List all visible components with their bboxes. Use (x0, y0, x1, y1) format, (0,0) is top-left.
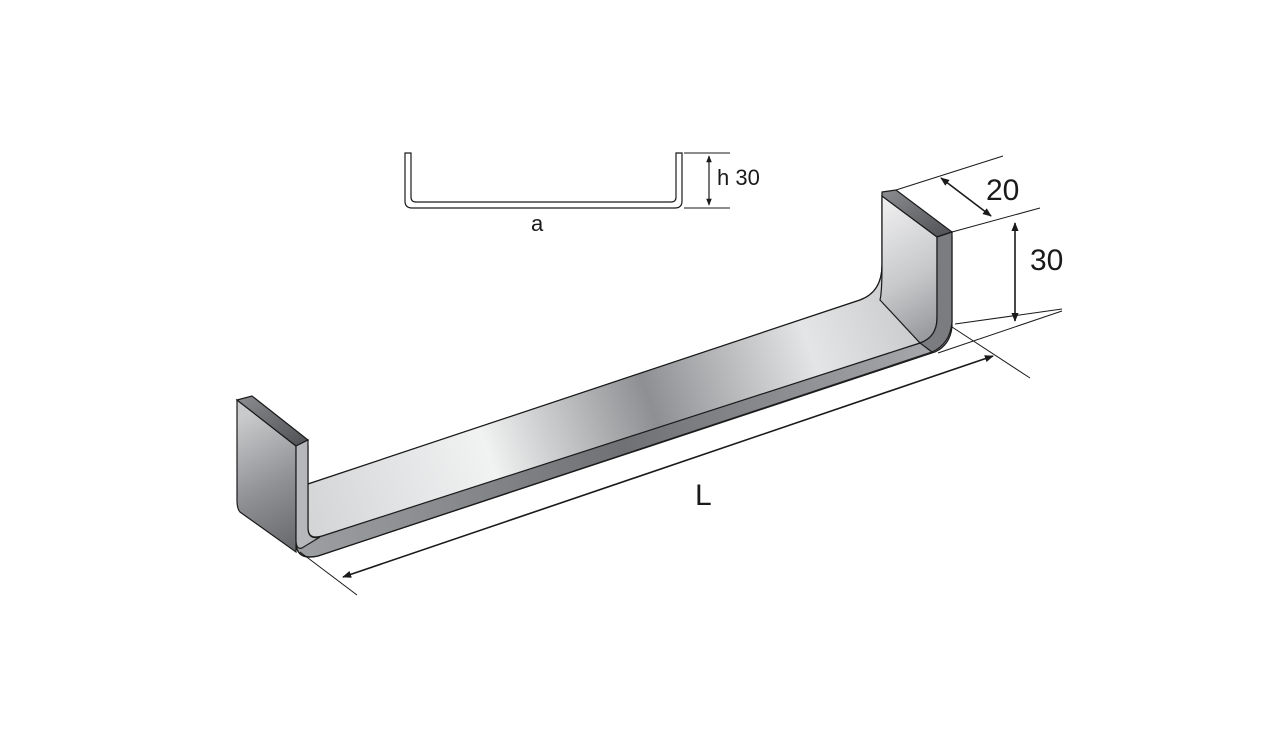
length-arrow (342, 355, 994, 578)
height-ext-lower (937, 310, 1063, 354)
dimension-height: 30 (937, 222, 1063, 354)
height-ext-bottom (954, 308, 1063, 325)
profile-outline (404, 152, 683, 209)
left-wall-inner-face (295, 439, 321, 549)
depth-arrow (940, 177, 992, 217)
length-ext-right (951, 326, 1031, 379)
length-ext-left (299, 551, 358, 596)
depth-label: 20 (986, 174, 1019, 207)
profile-height-label: h 30 (717, 165, 760, 190)
u-channel-3d (235, 189, 954, 558)
dimension-depth: 20 (895, 155, 1041, 233)
length-label: L (695, 479, 712, 512)
left-wall-outer-face (236, 398, 297, 554)
channel-inner-floor (307, 194, 938, 538)
height-label: 30 (1030, 244, 1063, 277)
depth-ext-back (895, 155, 1004, 191)
depth-ext-front (951, 207, 1041, 233)
right-wall-outer-face (918, 231, 953, 353)
profile-width-label: a (531, 211, 544, 236)
dimension-length: L (299, 326, 1031, 596)
profile-cross-section: h 30 a (404, 152, 760, 236)
